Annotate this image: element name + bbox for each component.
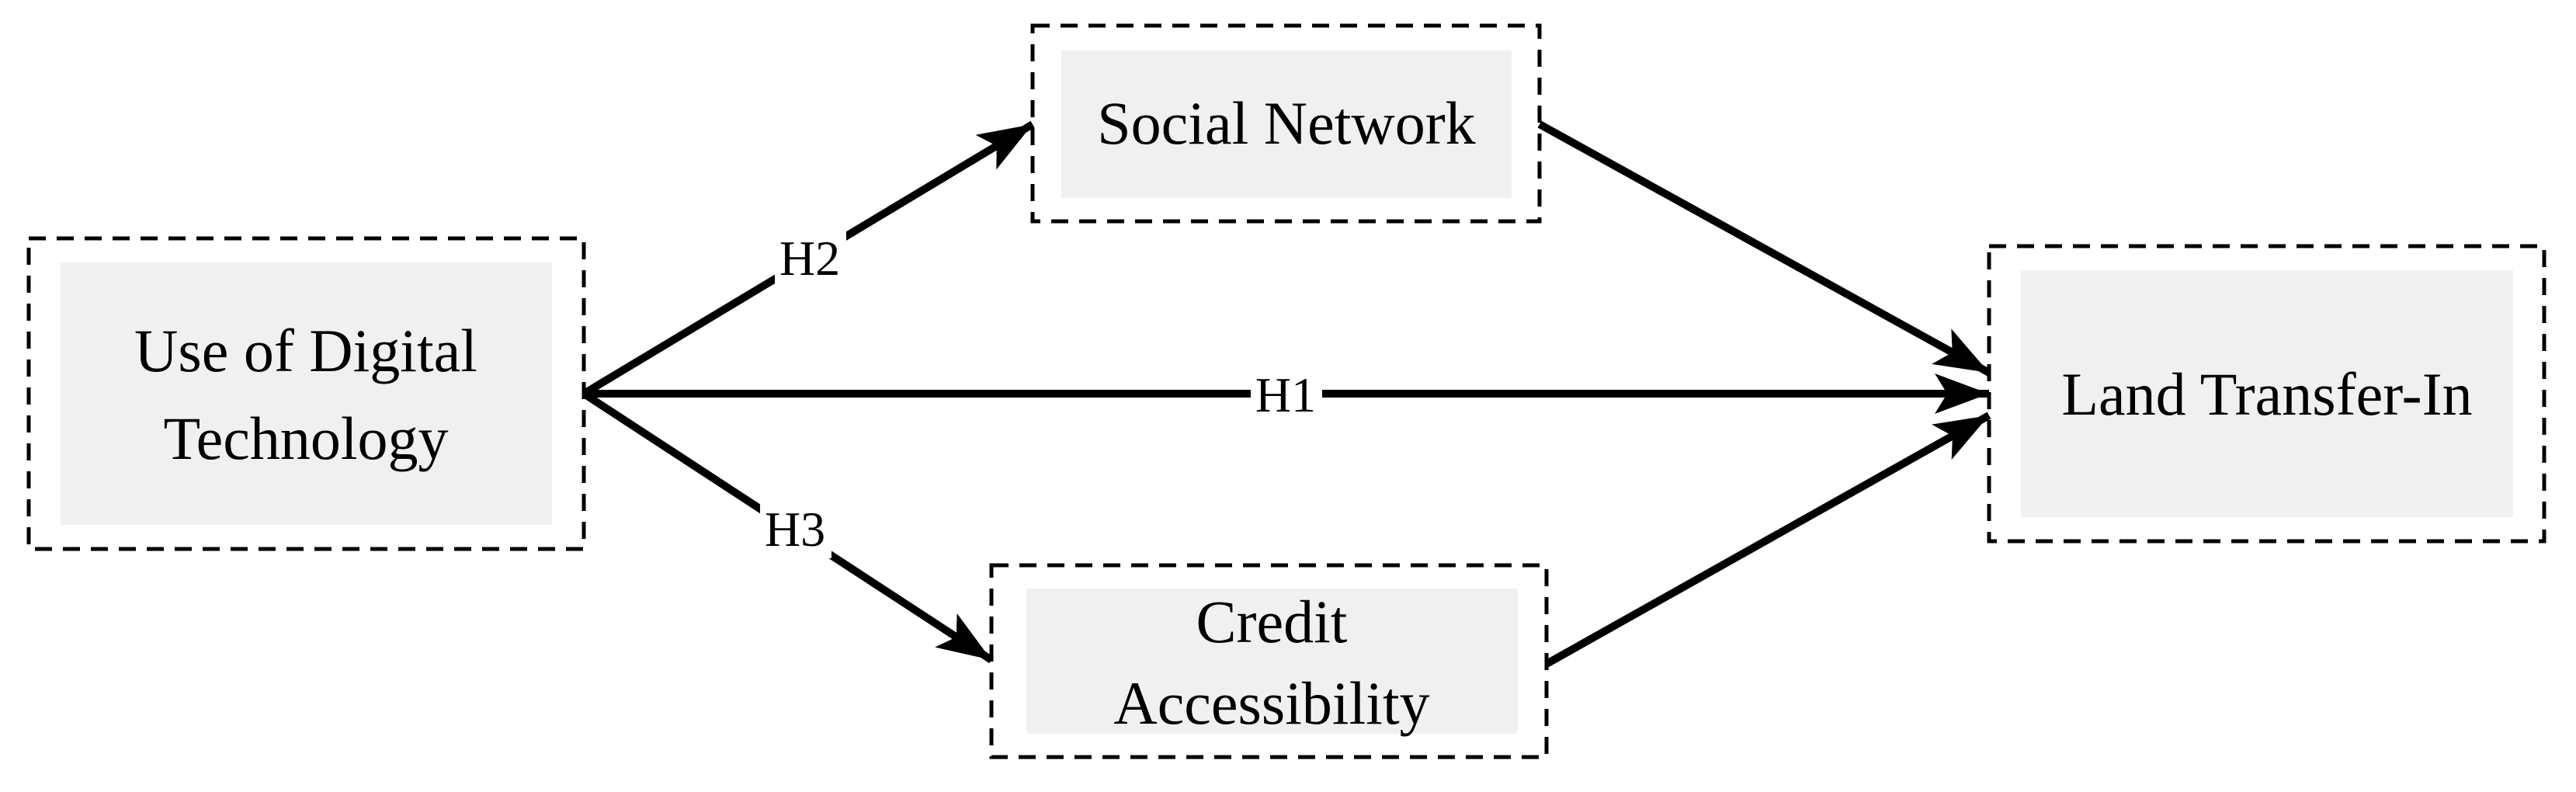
- edge-label-h3-text: H3: [765, 502, 825, 557]
- node-social-network-border: [1030, 23, 1542, 224]
- node-use-of-digital-technology-label-line1: Use of Digital: [134, 317, 477, 384]
- edge-label-h2-background: [775, 228, 846, 287]
- edge-label-h3: H3: [760, 499, 831, 558]
- node-credit-accessibility-border: [989, 563, 1549, 759]
- edge-label-h1-text: H1: [1255, 367, 1316, 422]
- node-land-transfer-in-label: Land Transfer-In: [2061, 360, 2472, 428]
- node-land-transfer-in-border: [1987, 244, 2546, 544]
- node-social-network: Social Network: [1030, 23, 1542, 224]
- edge-label-h2-text: H2: [779, 231, 840, 286]
- node-credit-accessibility: Credit Accessibility: [989, 563, 1549, 759]
- node-social-network-label: Social Network: [1097, 89, 1475, 157]
- node-land-transfer-in: Land Transfer-In: [1987, 244, 2546, 544]
- node-credit-accessibility-label-line2: Accessibility: [1113, 669, 1429, 737]
- node-land-transfer-in-fill: [2021, 270, 2513, 517]
- edge-label-h2: H2: [775, 228, 846, 287]
- node-social-network-fill: [1061, 50, 1512, 198]
- arrow-social-network-to-land-transfer-in: [1537, 120, 1991, 377]
- node-credit-accessibility-label-line1: Credit: [1196, 588, 1348, 655]
- node-credit-accessibility-fill: [1026, 589, 1518, 734]
- node-use-of-digital-technology: Use of Digital Technology: [26, 236, 586, 551]
- arrow-credit-accessibility-to-land-transfer-in: [1544, 412, 1991, 668]
- edge-label-h3-background: [760, 499, 831, 558]
- node-use-of-digital-technology-fill: [61, 262, 552, 525]
- node-use-of-digital-technology-border: [26, 236, 586, 551]
- edge-label-h1: H1: [1251, 365, 1322, 424]
- node-use-of-digital-technology-label-line2: Technology: [163, 405, 448, 472]
- edge-label-h1-background: [1251, 365, 1322, 424]
